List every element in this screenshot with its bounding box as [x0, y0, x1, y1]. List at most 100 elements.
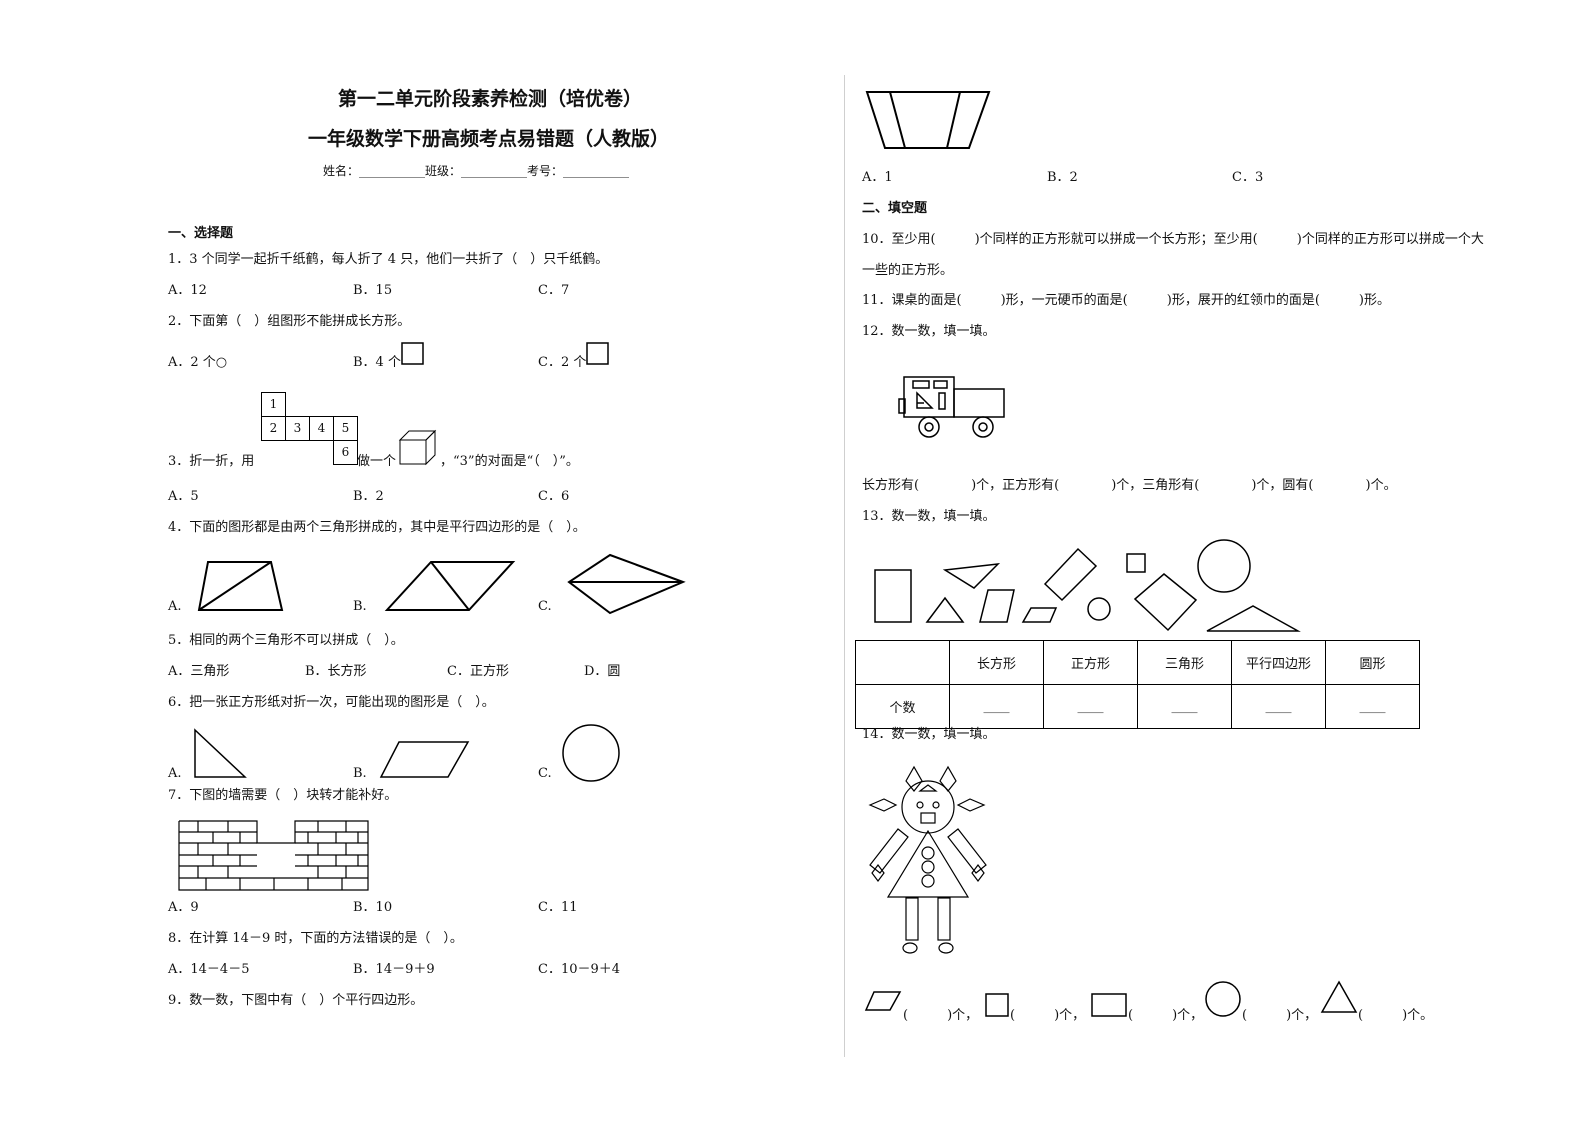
- q6-option-c: C.: [538, 766, 552, 781]
- net-cell: 1: [261, 392, 286, 417]
- q8-option-c: C．10－9＋4: [538, 962, 621, 977]
- question-9: 9．数一数，下图中有（ ）个平行四边形。: [168, 993, 424, 1008]
- triangle-icon: [1320, 980, 1358, 1013]
- q13-shapes: [874, 539, 1301, 632]
- cube-net: 1 2 3 4 5 6: [261, 392, 359, 465]
- net-cell: 5: [333, 416, 358, 441]
- circle-shape: [1197, 539, 1251, 593]
- question-6: 6．把一张正方形纸对折一次，可能出现的图形是（ ）。: [168, 695, 495, 710]
- question-3-prefix: 3．折一折，用: [168, 454, 255, 469]
- section-fill-title: 二、填空题: [862, 201, 928, 216]
- question-12: 12．数一数，填一填。: [862, 324, 996, 339]
- q1-option-b: B．15: [353, 283, 393, 298]
- question-3-middle: 做一个: [357, 454, 397, 469]
- triangle-shape: [925, 596, 965, 623]
- square-icon: [985, 993, 1009, 1017]
- q6-option-b: B.: [353, 766, 367, 781]
- page-title: 第一二单元阶段素养检测（培优卷）: [338, 88, 643, 110]
- square-icon: [401, 342, 424, 365]
- circle-shape: [1087, 597, 1111, 621]
- q5-option-d: D．圆: [584, 664, 621, 679]
- table-header: 长方形: [949, 640, 1044, 685]
- question-4: 4．下面的图形都是由两个三角形拼成的，其中是平行四边形的是（ ）。: [168, 520, 586, 535]
- kite-figure: [567, 553, 686, 615]
- trapezoid-figure: [197, 561, 284, 611]
- q4-option-c: C.: [538, 599, 552, 614]
- question-2: 2．下面第（ ）组图形不能拼成长方形。: [168, 314, 411, 329]
- answer-blank[interactable]: ____: [1231, 684, 1326, 729]
- q5-option-b: B．长方形: [305, 664, 367, 679]
- q9-option-c: C．3: [1232, 170, 1264, 185]
- net-cell: 2: [261, 416, 286, 441]
- table-header: 平行四边形: [1231, 640, 1326, 685]
- q2-option-a: A．2 个○: [168, 355, 228, 370]
- q14-blank-parallelogram[interactable]: ( )个，: [903, 1008, 979, 1023]
- net-cell: 3: [285, 416, 310, 441]
- parallelogram-shape: [1021, 607, 1058, 623]
- square-icon: [586, 342, 609, 365]
- question-10-line2: 一些的正方形。: [862, 263, 954, 278]
- q5-option-a: A．三角形: [168, 664, 230, 679]
- question-14: 14．数一数，填一填。: [862, 727, 996, 742]
- q4-option-a: A.: [168, 599, 182, 614]
- q14-blank-circle[interactable]: ( )个，: [1242, 1008, 1318, 1023]
- q5-option-c: C．正方形: [447, 664, 509, 679]
- triangle-figure: [194, 728, 247, 778]
- q7-option-c: C．11: [538, 900, 578, 915]
- question-8: 8．在计算 14－9 时，下面的方法错误的是（ ）。: [168, 931, 463, 946]
- triangle-shape: [1206, 605, 1301, 632]
- question-10-line1: 10．至少用( )个同样的正方形就可以拼成一个长方形；至少用( )个同样的正方形…: [862, 232, 1484, 247]
- square-shape: [1133, 573, 1198, 632]
- question-12-answer: 长方形有( )个，正方形有( )个，三角形有( )个，圆有( )个。: [862, 478, 1397, 493]
- question-11: 11．课桌的面是( )形，一元硬币的面是( )形，展开的红领巾的面是( )形。: [862, 293, 1390, 308]
- q3-option-c: C．6: [538, 489, 570, 504]
- q8-option-b: B．14－9＋9: [353, 962, 435, 977]
- net-cell: 4: [309, 416, 334, 441]
- q2-option-c: C．2 个: [538, 355, 587, 370]
- net-cell: 6: [333, 440, 358, 465]
- q9-option-b: B．2: [1047, 170, 1078, 185]
- doll-figure: [868, 765, 987, 954]
- table-header: 圆形: [1325, 640, 1420, 685]
- rectangle-shape: [874, 569, 912, 623]
- column-divider: [844, 75, 845, 1057]
- q14-blank-square[interactable]: ( )个，: [1010, 1008, 1086, 1023]
- question-13: 13．数一数，填一填。: [862, 509, 996, 524]
- answer-blank[interactable]: ____: [1043, 684, 1138, 729]
- q14-blank-rectangle[interactable]: ( )个，: [1128, 1008, 1204, 1023]
- circle-figure: [562, 724, 620, 782]
- parallelogram-figure: [379, 741, 470, 778]
- truck-figure: [898, 376, 1005, 438]
- student-info-line: 姓名：___________班级：___________考号：_________…: [323, 164, 630, 178]
- q6-option-a: A.: [168, 766, 182, 781]
- section-choice-title: 一、选择题: [168, 226, 234, 241]
- parallelogram-figure: [384, 561, 516, 611]
- table-header: 三角形: [1137, 640, 1232, 685]
- question-3-suffix: ，“3”的对面是“（ ）”。: [440, 454, 579, 469]
- q3-option-a: A．5: [168, 489, 199, 504]
- q7-option-a: A．9: [168, 900, 199, 915]
- answer-blank[interactable]: ____: [1325, 684, 1420, 729]
- rectangle-shape: [1043, 547, 1098, 602]
- answer-blank[interactable]: ____: [949, 684, 1044, 729]
- shape-count-table: 长方形 正方形 三角形 平行四边形 圆形 个数 ____ ____ ____ _…: [855, 640, 1420, 729]
- question-7: 7．下图的墙需要（ ）块转才能补好。: [168, 788, 398, 803]
- square-shape: [1126, 553, 1146, 573]
- q1-option-c: C．7: [538, 283, 570, 298]
- question-5: 5．相同的两个三角形不可以拼成（ ）。: [168, 633, 404, 648]
- q14-blank-triangle[interactable]: ( )个。: [1358, 1008, 1434, 1023]
- triangle-shape: [942, 563, 1001, 589]
- question-1: 1．3 个同学一起折千纸鹤，每人折了 4 只，他们一共折了（ ）只千纸鹤。: [168, 252, 609, 267]
- brick-wall-figure: [178, 820, 369, 891]
- page-subtitle: 一年级数学下册高频考点易错题（人教版）: [308, 128, 670, 150]
- parallelogram-icon: [864, 991, 902, 1011]
- answer-blank[interactable]: ____: [1137, 684, 1232, 729]
- table-header: 正方形: [1043, 640, 1138, 685]
- q8-option-a: A．14－4－5: [168, 962, 250, 977]
- rectangle-icon: [1091, 993, 1127, 1017]
- circle-icon: [1205, 981, 1241, 1017]
- cube-icon: [398, 429, 437, 466]
- q3-option-b: B．2: [353, 489, 384, 504]
- q4-option-b: B.: [353, 599, 367, 614]
- q1-option-a: A．12: [168, 283, 207, 298]
